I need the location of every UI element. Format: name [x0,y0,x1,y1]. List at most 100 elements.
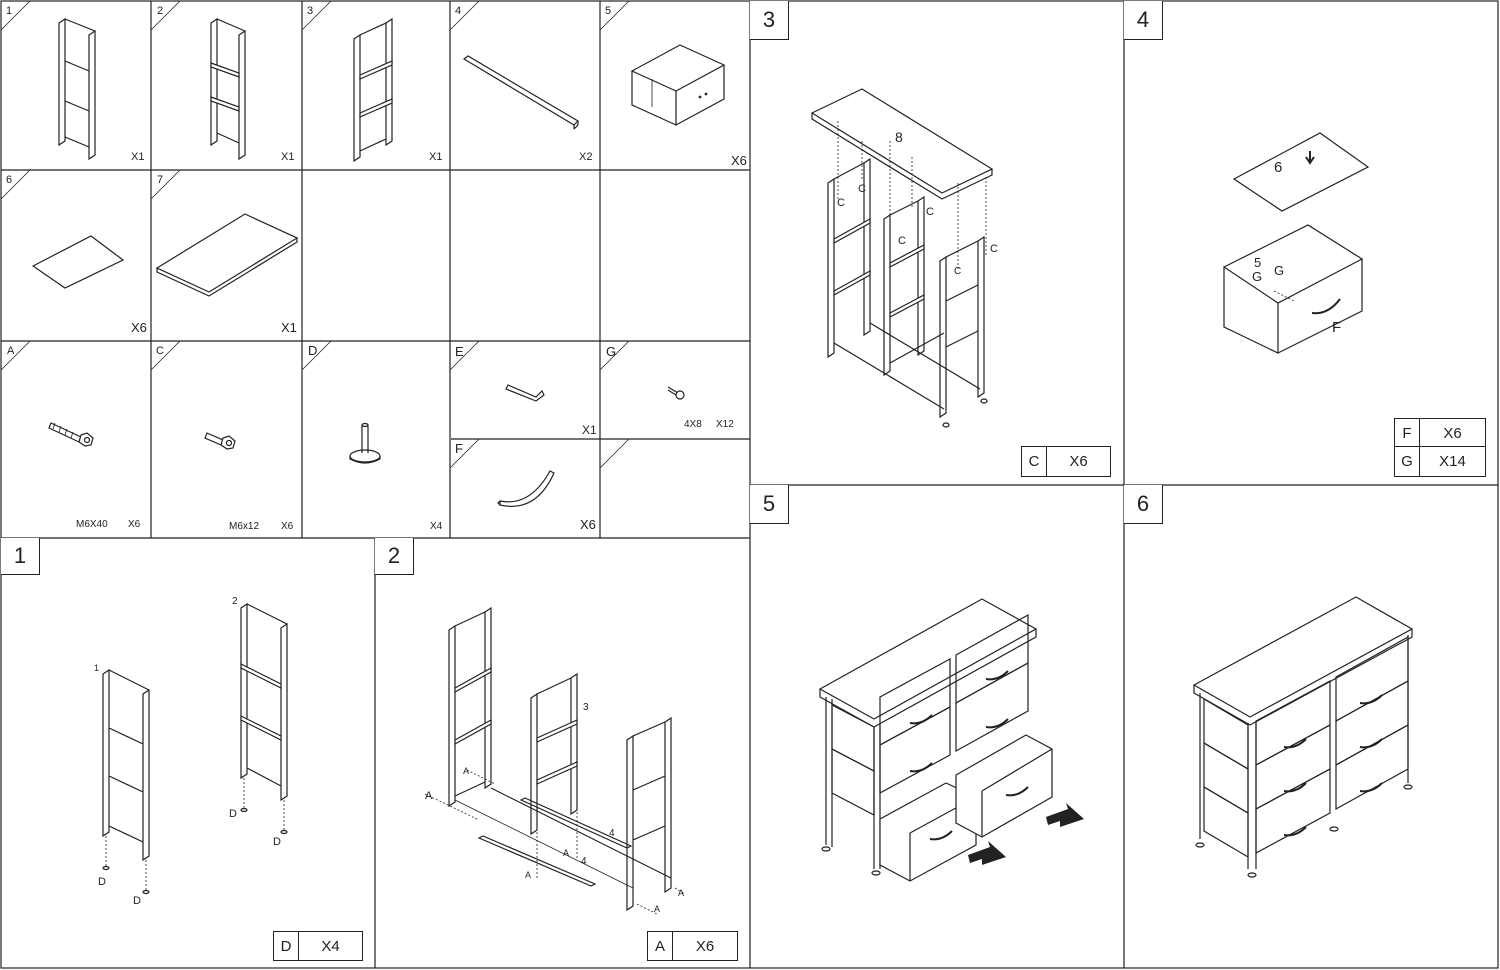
part-qty: X6 [131,320,147,335]
step-1-drawing [102,602,288,895]
part-qty: X6 [731,153,747,168]
step-1-panel: 1 1 2 D D D D D X4 [1,538,375,968]
step-number: 5 [750,485,789,524]
step-2-label: A [654,904,661,914]
step-1-label: D [229,808,237,820]
hardware-qty: X6 [128,519,141,530]
step-5-panel: 5 [750,485,1124,968]
handle-f-drawing [497,470,555,507]
part-qty: X1 [429,151,443,163]
hardware-id: C [156,345,164,357]
step-number: 2 [375,538,414,575]
step-number: 1 [1,538,40,575]
allen-key-e-drawing [505,384,545,402]
part-id: 6 [6,174,13,186]
legend-qty: X4 [321,937,340,955]
step-6-panel: 6 [1124,485,1498,968]
step-1-hardware-legend: D X4 [273,931,363,961]
step-1-label: D [98,876,106,888]
step-2-drawing [424,606,686,915]
part-3-frame-drawing [353,17,393,163]
legend-key: G [1395,447,1420,476]
part-id: 5 [605,5,612,17]
screw-g-drawing [667,386,685,400]
part-5-fabric-drawer-drawing [630,44,726,126]
part-6-drawer-bottom-drawing [31,235,125,289]
part-qty: X1 [281,320,297,335]
hardware-id: A [7,345,15,357]
hardware-qty: X12 [716,419,734,430]
part-id: 7 [157,174,164,186]
hardware-spec: 4X8 [684,419,702,430]
legend-qty: X6 [1443,425,1462,442]
step-3-label: C [954,266,962,277]
step-3-label: C [837,197,845,209]
legend-key: C [1022,447,1047,476]
part-cell-4: 4 X2 [450,1,600,170]
step-3-drawing [810,88,994,428]
hardware-cell-c: C M6x12 X6 [151,341,302,538]
hardware-cell-g: G 4X8 X12 [600,341,750,439]
part-7-top-panel-drawing [155,213,299,297]
legend-qty: X6 [1069,453,1088,470]
hardware-id: G [606,344,617,359]
step-3-label: C [858,183,866,195]
part-1-frame-drawing [58,17,96,161]
step-3-panel: 3 8 C C C C C C C X6 [750,1,1124,485]
part-cell-5: 5 X6 [600,1,750,170]
hardware-id: D [308,343,318,358]
cell-corner-ticks [0,0,630,469]
step-number: 3 [750,1,789,40]
step-3-hardware-legend: C X6 [1021,446,1111,477]
step-2-label: A [525,870,532,880]
part-qty: X2 [579,151,593,163]
part-cell-1: 1 X1 [1,1,151,170]
bolt-a-drawing [48,422,94,447]
hardware-id: E [455,344,464,359]
part-id: 3 [307,5,314,17]
bolt-c-drawing [204,432,236,450]
step-4-label: 6 [1274,159,1283,176]
step-3-label: C [898,235,906,247]
step-4-legend-f: F X6 [1394,418,1486,449]
step-2-label: 4 [581,856,587,867]
step-4-panel: 4 6 5 G G F F X6 G X14 [1124,1,1498,485]
hardware-spec: M6x12 [229,521,260,532]
hardware-cell-f: F X6 [450,439,600,538]
hardware-qty: X6 [580,517,596,532]
hardware-id: F [455,441,463,456]
step-4-drawing [1222,132,1370,354]
hardware-cell-d: D X4 [302,341,450,538]
step-2-label: 3 [583,702,589,713]
part-cell-2: 2 X1 [151,1,302,170]
part-id: 4 [455,5,462,17]
legend-qty: X6 [695,937,715,955]
part-cell-3: 3 X1 [302,1,450,170]
part-2-frame-drawing [210,17,246,161]
step-4-label: F [1332,319,1342,336]
legend-key: D [274,932,299,960]
step-2-label: A [563,848,570,858]
step-1-label: 1 [94,663,100,673]
legend-key: F [1395,419,1420,448]
step-4-label: 5 [1254,255,1262,270]
part-id: 1 [6,5,13,17]
part-cell-6: 6 X6 [1,170,151,341]
hardware-qty: X6 [281,521,294,532]
step-3-label: C [990,243,998,255]
part-cell-7: 7 X1 [151,170,302,341]
step-2-label: A [678,888,685,898]
step-4-label: G [1274,263,1285,278]
step-number: 4 [1124,1,1163,40]
step-1-label: D [273,836,281,848]
hardware-cell-a: A M6X40 X6 [1,341,151,538]
step-1-label: 2 [232,596,238,607]
step-5-drawing [818,598,1084,882]
hardware-qty: X4 [430,521,443,532]
step-4-label: G [1252,269,1263,284]
part-qty: X1 [281,151,295,163]
step-6-drawing [1192,596,1414,878]
legend-key: A [648,932,673,960]
step-2-label: A [463,766,470,776]
part-id: 2 [157,5,164,17]
